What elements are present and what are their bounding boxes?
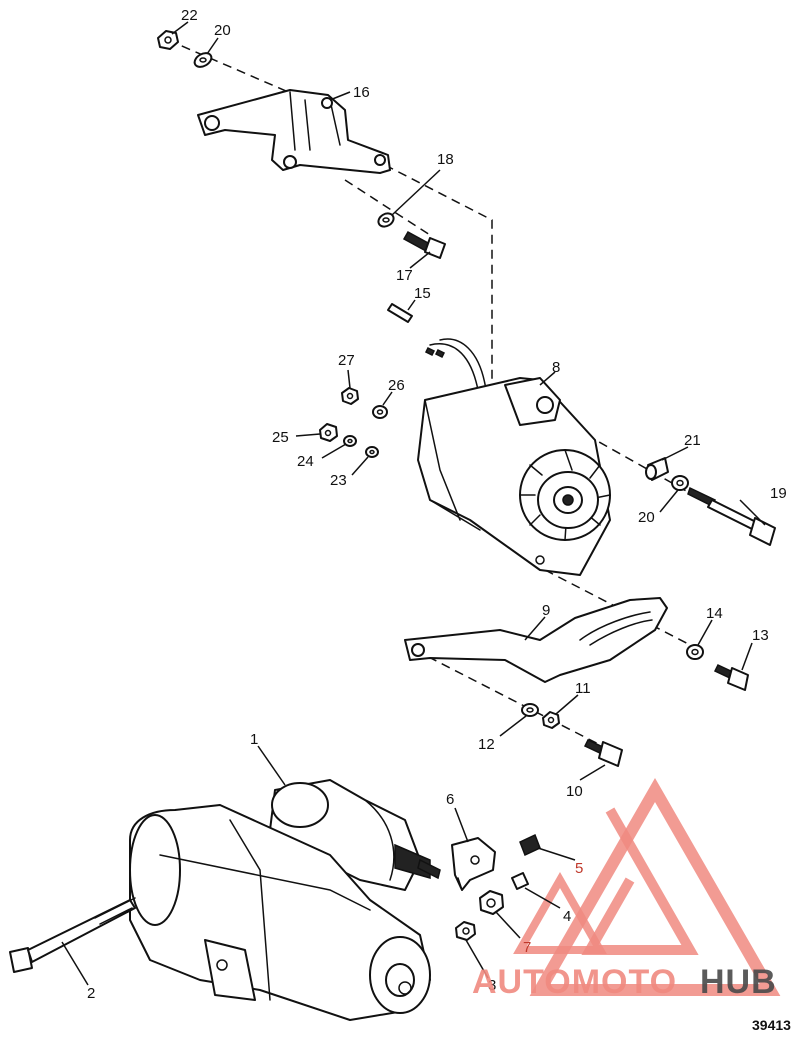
callout-23: 23 <box>330 472 347 489</box>
callout-18: 18 <box>437 151 454 168</box>
callout-25: 25 <box>272 429 289 446</box>
bolt-2 <box>9 897 136 973</box>
nut-11 <box>542 711 560 729</box>
nut-7 <box>479 890 504 915</box>
callout-14: 14 <box>706 605 723 622</box>
nut-22 <box>157 30 179 50</box>
callout-8: 8 <box>552 359 560 376</box>
callout-19: 19 <box>770 485 787 502</box>
callout-labels: 22 20 16 18 17 15 27 26 25 24 23 8 21 20… <box>87 7 787 1002</box>
callout-20-right: 20 <box>638 509 655 526</box>
watermark-text-automoto: AUTOMOTO <box>472 963 677 1001</box>
washer-20-top <box>193 52 213 68</box>
watermark-logo <box>513 777 781 996</box>
nut-3 <box>455 921 476 941</box>
washer-14 <box>686 644 704 660</box>
bracket-16 <box>197 89 391 174</box>
callout-3: 3 <box>488 977 496 994</box>
callout-6: 6 <box>446 791 454 808</box>
watermark-text-hub: HUB <box>700 963 777 1001</box>
callout-20-top: 20 <box>214 22 231 39</box>
callout-16: 16 <box>353 84 370 101</box>
bolt-10 <box>583 739 623 767</box>
callout-7: 7 <box>523 939 531 956</box>
bracket-6 <box>451 837 496 891</box>
callout-5: 5 <box>575 860 583 877</box>
callout-12: 12 <box>478 736 495 753</box>
watermark-triangle-small <box>513 871 607 954</box>
washer-26 <box>372 405 388 419</box>
callout-24: 24 <box>297 453 314 470</box>
dowel-15 <box>387 303 413 323</box>
alternator-pulley <box>537 471 599 529</box>
watermark-triangle-inner <box>581 807 699 955</box>
bolt-19 <box>687 486 776 546</box>
callout-10: 10 <box>566 783 583 800</box>
callout-13: 13 <box>752 627 769 644</box>
callout-17: 17 <box>396 267 413 284</box>
bolt-13 <box>713 664 749 691</box>
washer-18 <box>377 212 395 228</box>
callout-11: 11 <box>575 680 591 697</box>
callout-2: 2 <box>87 985 95 1002</box>
callout-1: 1 <box>250 731 258 748</box>
callout-4: 4 <box>563 908 571 925</box>
adjusting-bracket-9 <box>404 597 668 683</box>
washer-20-right <box>671 475 689 491</box>
washer-12 <box>521 703 539 717</box>
nut-25 <box>319 423 338 442</box>
callout-21: 21 <box>684 432 701 449</box>
callout-9: 9 <box>542 602 550 619</box>
watermark-text: AUTOMOTO HUB <box>472 963 777 1001</box>
nut-4 <box>511 872 529 890</box>
figure-number: 39413 <box>752 1017 791 1033</box>
watermark-triangle-outer <box>529 777 781 996</box>
callout-26: 26 <box>388 377 405 394</box>
screw-5 <box>519 833 541 857</box>
nut-27 <box>341 387 359 405</box>
leader-lines <box>61 21 766 986</box>
washer-24 <box>343 435 357 447</box>
washer-23 <box>365 446 379 458</box>
starter-motor-1 <box>129 779 441 1021</box>
callout-22: 22 <box>181 7 198 24</box>
spacer-21 <box>645 457 669 481</box>
callout-15: 15 <box>414 285 431 302</box>
alternator-8 <box>417 338 611 576</box>
callout-27: 27 <box>338 352 355 369</box>
bolt-17 <box>402 230 446 259</box>
